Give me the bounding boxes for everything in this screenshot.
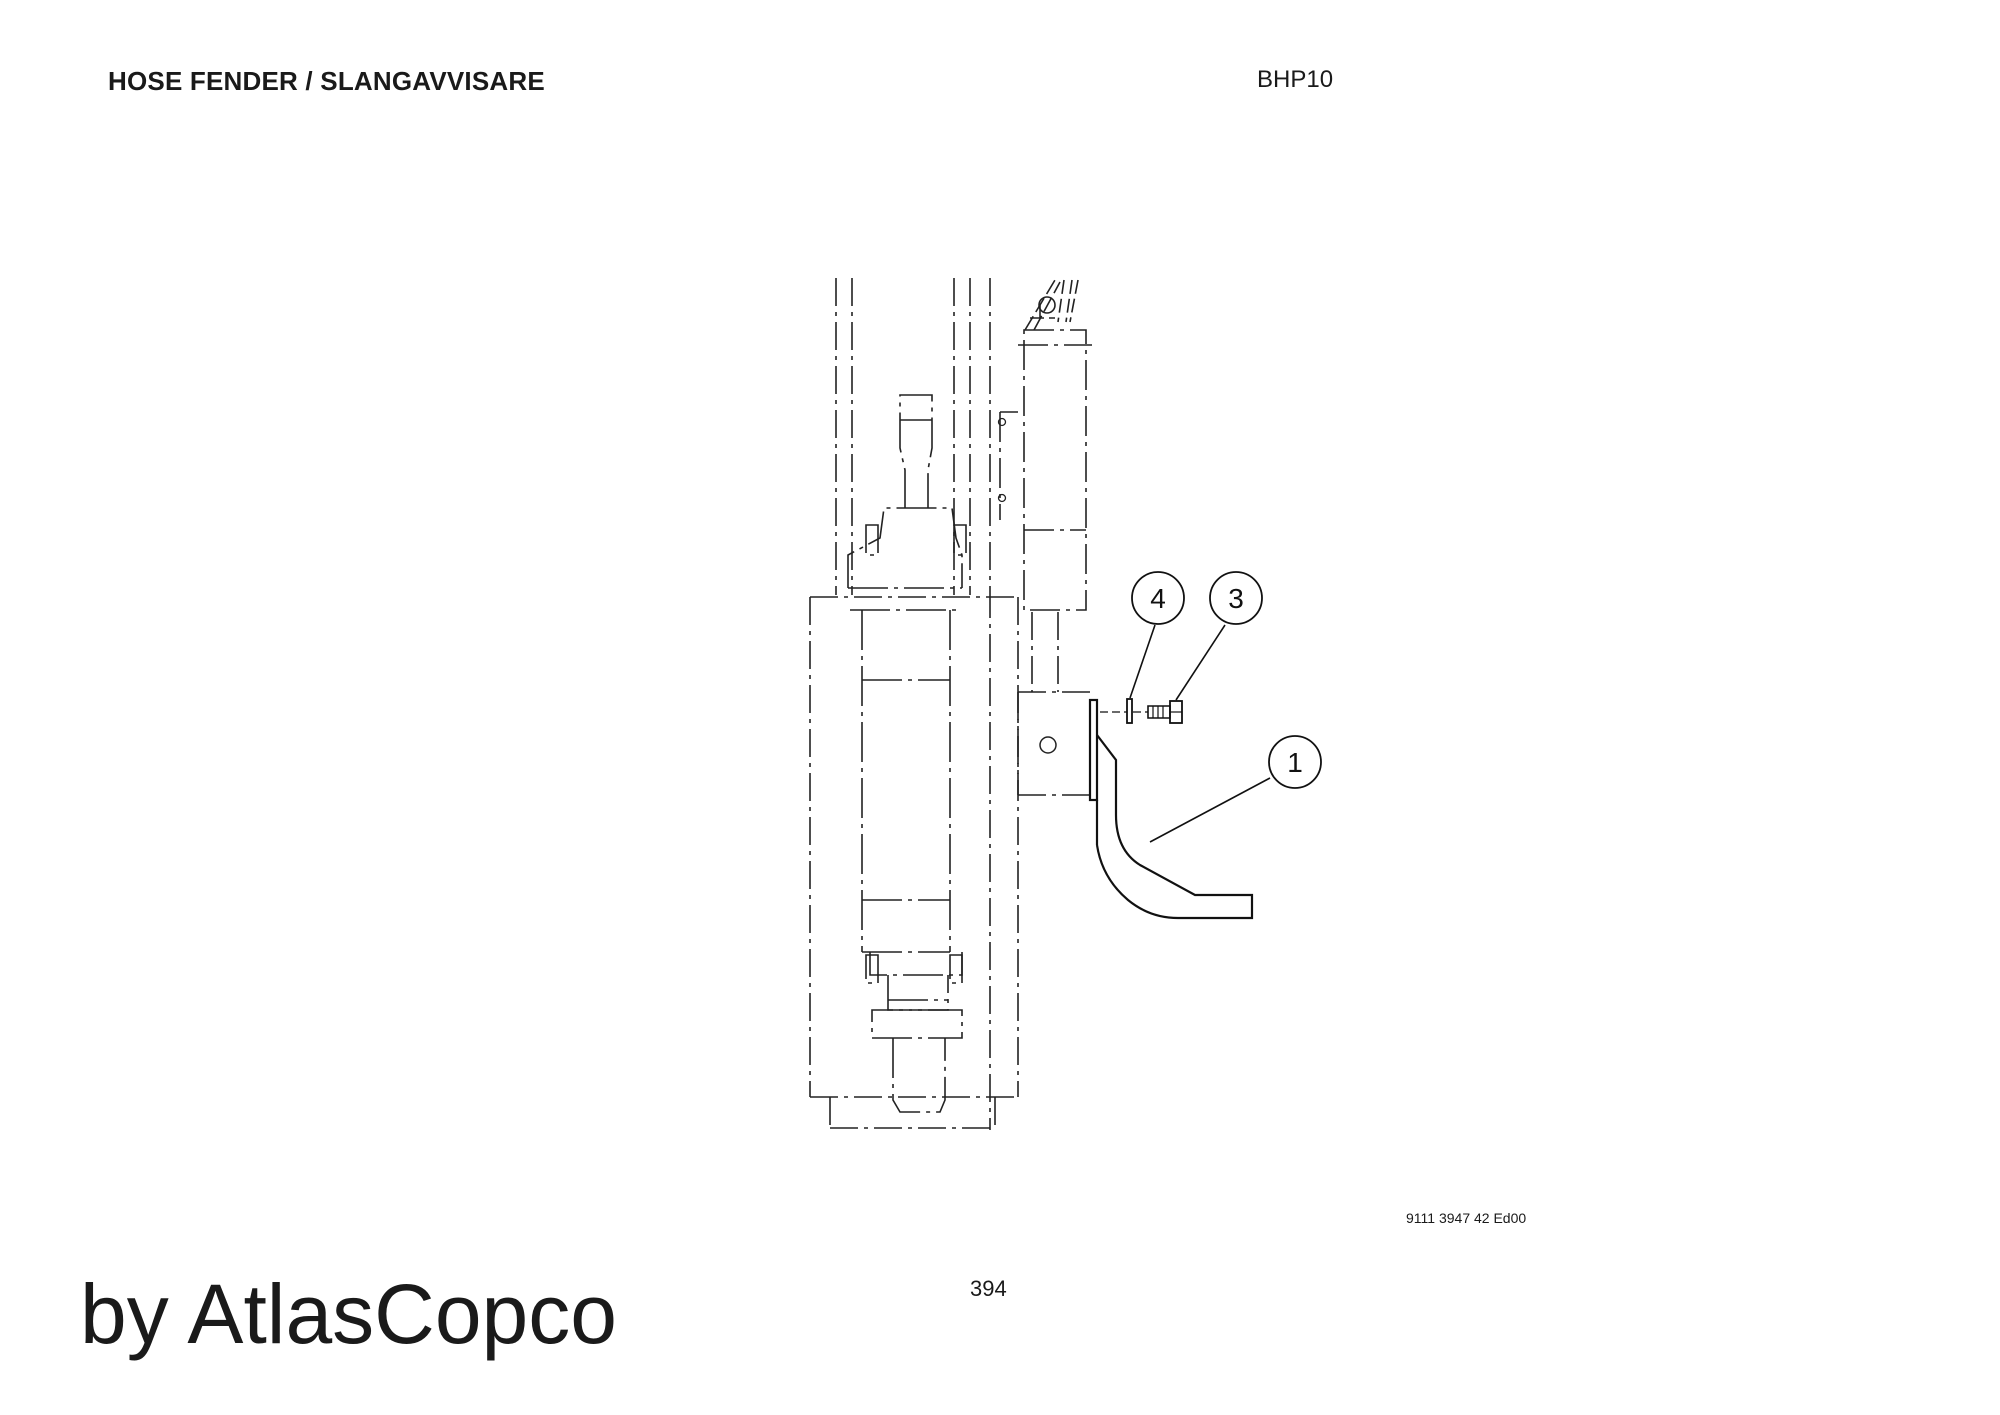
- callout-part-4: 4: [1131, 571, 1185, 625]
- hose-fender-part: [1088, 698, 1254, 920]
- callout-label-3: 3: [1228, 583, 1244, 614]
- page-number: 394: [970, 1276, 1007, 1301]
- page-title: HOSE FENDER / SLANGAVVISARE: [108, 66, 545, 96]
- model-code: BHP10: [1257, 66, 1334, 93]
- document-number: 9111 3947 42 Ed00: [1406, 1210, 1527, 1226]
- callout-leaders: [1129, 624, 1271, 843]
- callout-part-3: 3: [1209, 571, 1263, 625]
- callout-label-1: 1: [1287, 747, 1303, 778]
- callout-label-4: 4: [1150, 583, 1166, 614]
- publisher-credit: by AtlasCopco: [80, 1267, 617, 1361]
- callout-part-1: 1: [1268, 735, 1322, 789]
- phantom-structure: [809, 278, 1092, 1130]
